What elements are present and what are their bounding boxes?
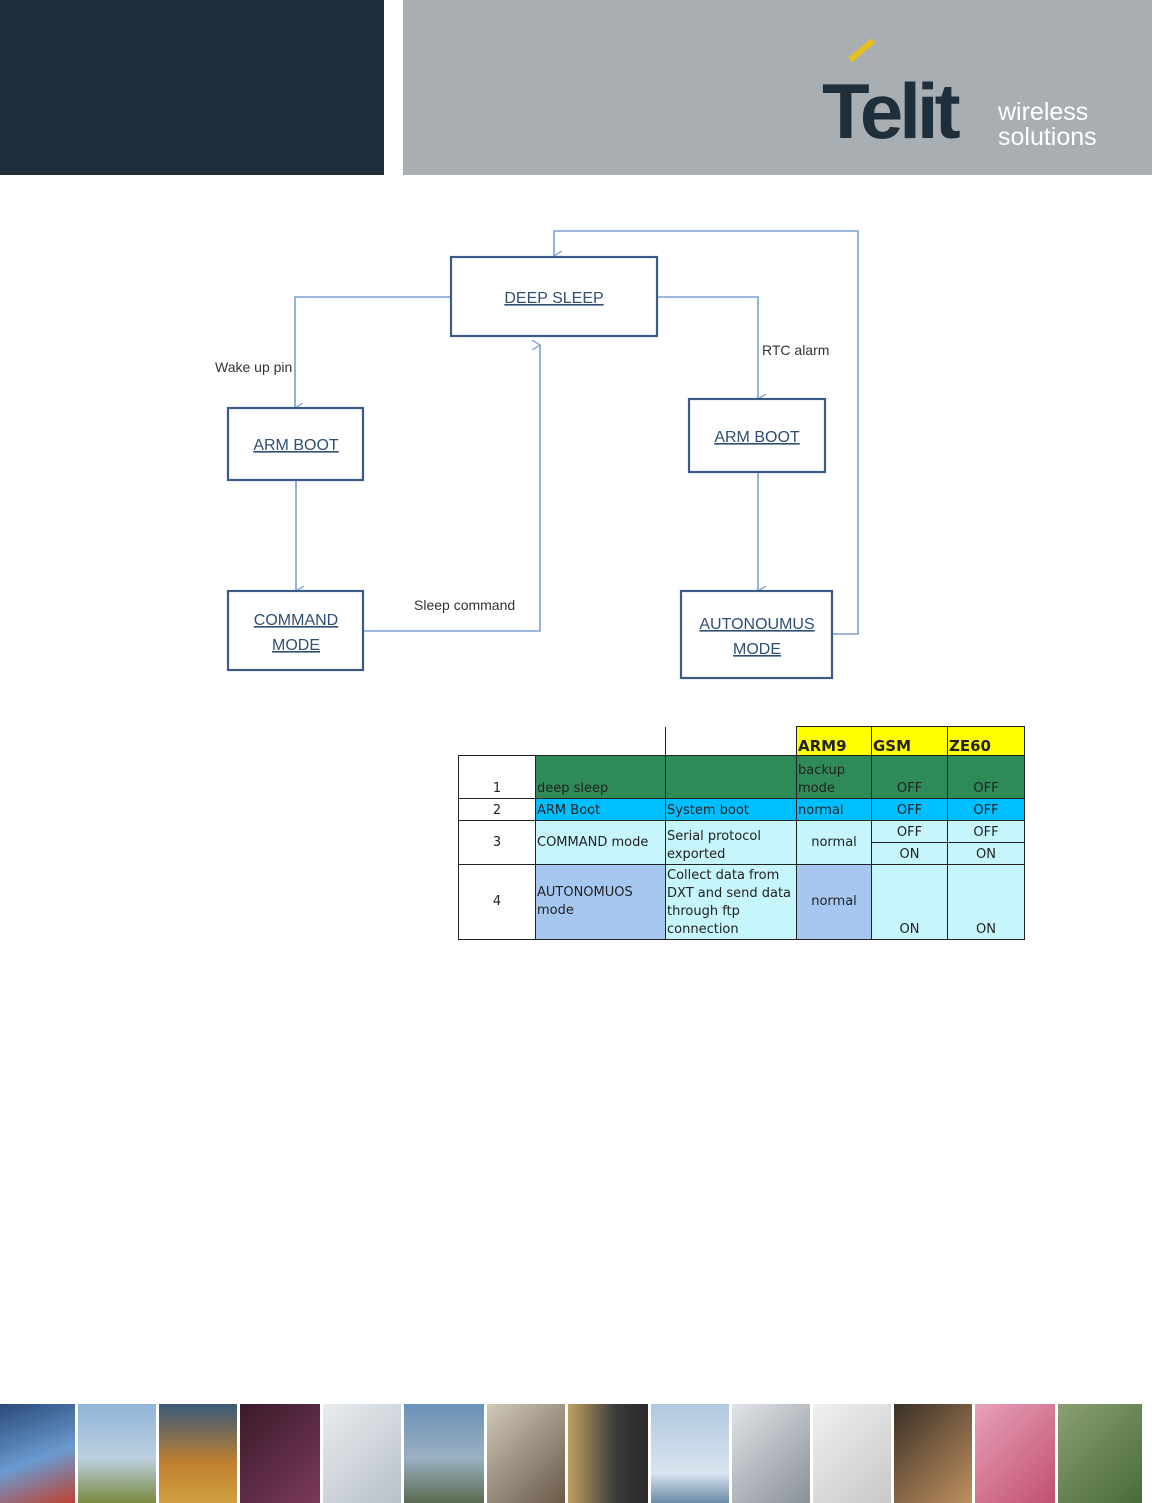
header-cell-arm9: ARM9	[797, 727, 872, 756]
wake-up-pin-label: Wake up pin	[215, 359, 292, 375]
footer-photo-wind-turbines	[651, 1404, 729, 1503]
node-command-mode	[228, 591, 363, 670]
edge-deep-sleep-to-arm-boot-right	[657, 297, 758, 399]
row-desc	[666, 756, 797, 799]
table-row: 2 ARM Boot System boot normal OFF OFF	[459, 799, 1025, 821]
footer-photo-strip	[0, 1404, 1152, 1503]
table-header-row: ARM9 GSM ZE60	[459, 727, 1025, 756]
row-num: 1	[459, 756, 536, 799]
row-desc: Collect data from DXT and send data thro…	[666, 865, 797, 940]
footer-photo-display-board	[240, 1404, 320, 1503]
footer-photo-printing	[975, 1404, 1055, 1503]
row-num: 4	[459, 865, 536, 940]
row-ze60-b: ON	[948, 843, 1025, 865]
row-ze60: OFF	[948, 799, 1025, 821]
header-cell-mode	[536, 727, 666, 756]
footer-photo-keyboard	[323, 1404, 401, 1503]
command-mode-label-1: COMMAND	[254, 612, 338, 629]
header-cell-gsm: GSM	[872, 727, 948, 756]
table-row: 4 AUTONOMUOS mode Collect data from DXT …	[459, 865, 1025, 940]
arm-boot-right-label: ARM BOOT	[714, 429, 800, 446]
row-ze60: ON	[948, 865, 1025, 940]
arm-boot-left-label: ARM BOOT	[253, 437, 339, 454]
header-cell-desc	[666, 727, 797, 756]
footer-photo-vending	[568, 1404, 648, 1503]
row-gsm-a: OFF	[872, 821, 948, 843]
footer-photo-card-reader	[487, 1404, 565, 1503]
row-desc: Serial protocol exported	[666, 821, 797, 865]
row-mode: deep sleep	[536, 756, 666, 799]
row-gsm-b: ON	[872, 843, 948, 865]
footer-photo-callbox	[78, 1404, 156, 1503]
deep-sleep-label: DEEP SLEEP	[504, 290, 603, 307]
footer-photo-cyclist	[404, 1404, 484, 1503]
header-cell-ze60: ZE60	[948, 727, 1025, 756]
footer-photo-station	[894, 1404, 972, 1503]
sleep-command-label: Sleep command	[414, 597, 515, 613]
footer-photo-laser	[813, 1404, 891, 1503]
row-ze60: OFF	[948, 756, 1025, 799]
autonomous-mode-label-1: AUTONOUMUS	[699, 616, 814, 633]
footer-photo-traffic	[0, 1404, 75, 1503]
row-ze60-a: OFF	[948, 821, 1025, 843]
row-gsm: ON	[872, 865, 948, 940]
autonomous-mode-label-2: MODE	[733, 641, 781, 658]
row-desc: System boot	[666, 799, 797, 821]
header-cell-num	[459, 727, 536, 756]
footer-photo-camera	[1058, 1404, 1142, 1503]
row-mode: ARM Boot	[536, 799, 666, 821]
row-arm9: normal	[797, 821, 872, 865]
row-arm9: normal	[797, 799, 872, 821]
row-gsm: OFF	[872, 756, 948, 799]
mode-power-table: ARM9 GSM ZE60 1 deep sleep backup mode O…	[458, 726, 1025, 940]
command-mode-label-2: MODE	[272, 637, 320, 654]
row-num: 2	[459, 799, 536, 821]
row-mode: AUTONOMUOS mode	[536, 865, 666, 940]
table-row: 1 deep sleep backup mode OFF OFF	[459, 756, 1025, 799]
node-autonomous-mode	[681, 591, 832, 678]
row-gsm: OFF	[872, 799, 948, 821]
row-mode: COMMAND mode	[536, 821, 666, 865]
row-arm9: normal	[797, 865, 872, 940]
edge-command-to-deep-sleep	[364, 345, 540, 631]
footer-photo-meter	[732, 1404, 810, 1503]
edge-deep-sleep-to-arm-boot-left	[295, 297, 451, 408]
footer-photo-containers	[159, 1404, 237, 1503]
row-num: 3	[459, 821, 536, 865]
table-row: 3 COMMAND mode Serial protocol exported …	[459, 821, 1025, 843]
row-arm9: backup mode	[797, 756, 872, 799]
rtc-alarm-label: RTC alarm	[762, 342, 829, 358]
